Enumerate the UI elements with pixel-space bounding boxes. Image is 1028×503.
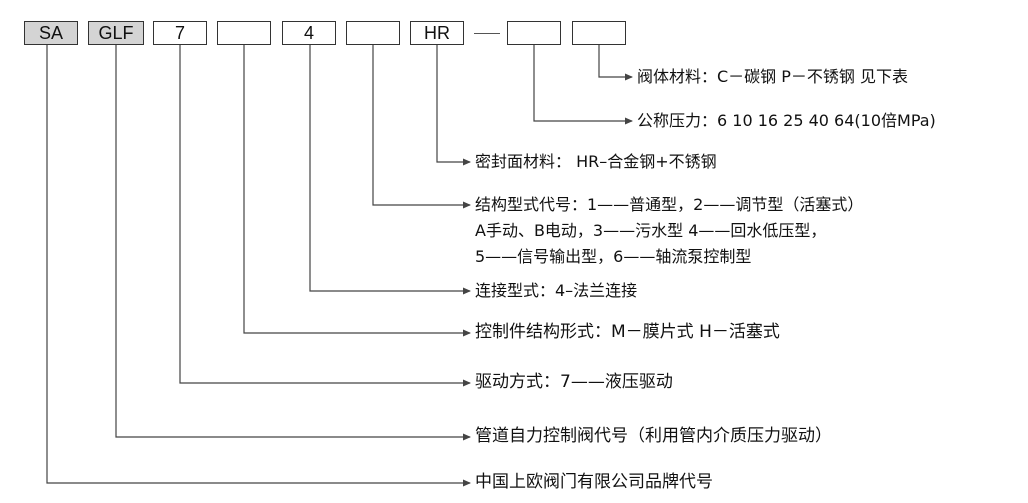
code-box-control	[217, 21, 271, 45]
nominal-pressure-label: 公称压力：6 10 16 25 40 64(10倍MPa)	[637, 111, 936, 130]
structure-leader	[372, 45, 471, 209]
drive-leader	[179, 45, 471, 387]
body-material-leader	[598, 45, 633, 81]
body-material-label: 阀体材料：C－碳钢 P－不锈钢 见下表	[637, 67, 908, 86]
code-box-seal: HR	[410, 21, 464, 45]
code-box-product: GLF	[88, 21, 144, 45]
nominal-pressure-leader	[533, 45, 633, 125]
code-box-drive: 7	[153, 21, 207, 45]
control-structure-label: 控制件结构形式：M－膜片式 H－活塞式	[475, 322, 780, 342]
code-box-body	[572, 21, 626, 45]
brand-leader	[46, 45, 471, 487]
connection-leader	[309, 45, 471, 295]
connection-type-label: 连接型式：4–法兰连接	[475, 281, 638, 300]
product-leader	[115, 45, 471, 441]
code-box-structure	[346, 21, 400, 45]
code-box-pressure	[507, 21, 561, 45]
separator-dash	[474, 33, 500, 34]
brand-code-label: 中国上欧阀门有限公司品牌代号	[475, 472, 713, 492]
code-box-connection: 4	[282, 21, 336, 45]
product-code-label: 管道自力控制阀代号（利用管内介质压力驱动）	[475, 426, 832, 446]
seal-material-label: 密封面材料： HR–合金钢+不锈钢	[475, 152, 717, 171]
control-leader	[243, 45, 471, 337]
structure-label-line1: 结构型式代号：1——普通型，2——调节型（活塞式）	[475, 195, 864, 214]
code-box-brand: SA	[24, 21, 78, 45]
seal-material-leader	[436, 45, 471, 166]
drive-mode-label: 驱动方式：7——液压驱动	[475, 372, 673, 392]
structure-label-line2: A手动、B电动，3——污水型 4——回水低压型，	[475, 221, 827, 240]
structure-label-line3: 5——信号输出型，6——轴流泵控制型	[475, 247, 752, 266]
